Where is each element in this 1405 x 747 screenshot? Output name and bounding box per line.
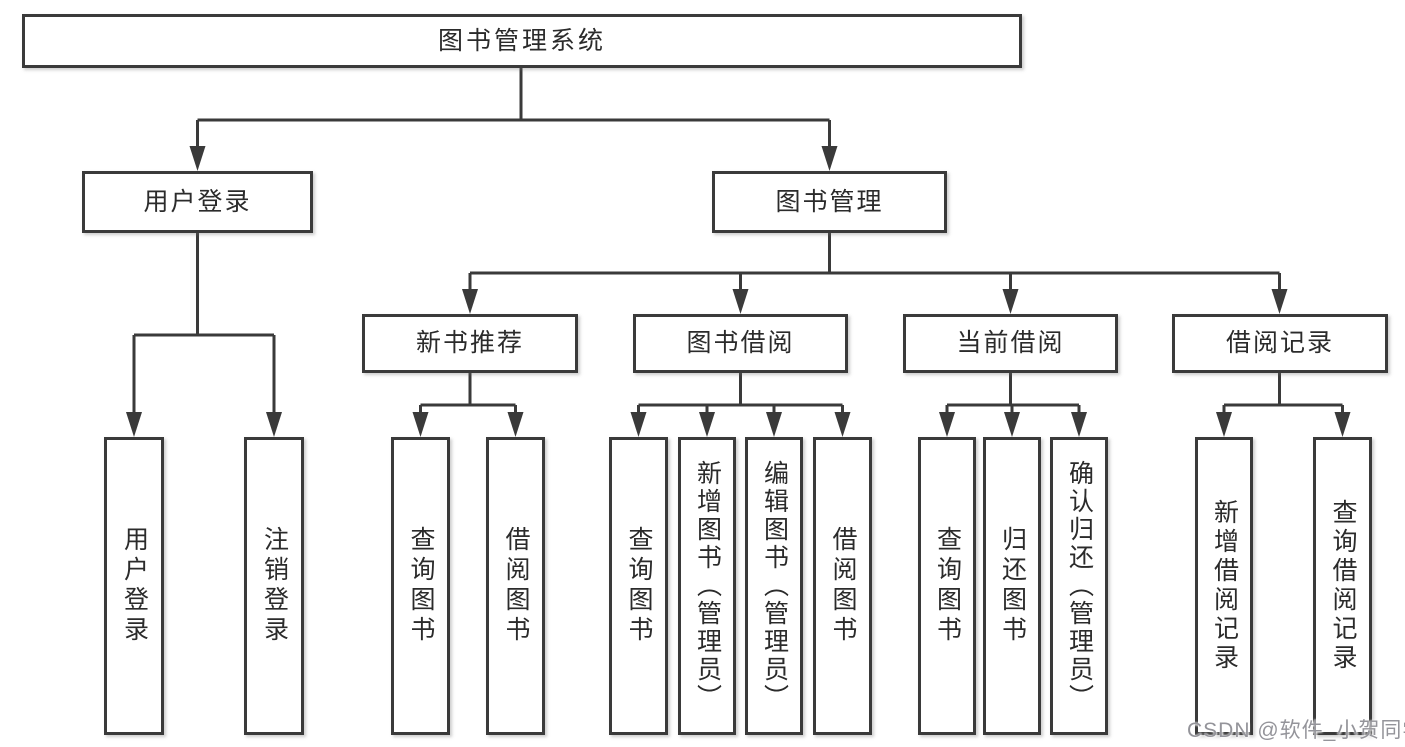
node-module-book-borrow: 图书借阅 bbox=[633, 314, 848, 373]
leaf-records-add: 新增借阅记录 bbox=[1195, 437, 1253, 735]
arrowhead bbox=[630, 412, 647, 437]
leaf-current-confirm: 确认归还（管理员） bbox=[1050, 437, 1108, 735]
leaf-newbooks-borrow: 借阅图书 bbox=[486, 437, 545, 735]
arrowhead bbox=[834, 412, 851, 437]
leaf-borrow-borrow: 借阅图书 bbox=[813, 437, 872, 735]
node-book-mgmt-branch: 图书管理 bbox=[712, 171, 947, 233]
node-root: 图书管理系统 bbox=[22, 14, 1022, 68]
arrowhead bbox=[1071, 412, 1087, 437]
arrowhead bbox=[1002, 289, 1019, 314]
node-module-current-borrow: 当前借阅 bbox=[903, 314, 1118, 373]
arrowhead bbox=[126, 412, 142, 437]
connector-root bbox=[196, 68, 831, 147]
connector-current-borrow bbox=[945, 373, 1081, 413]
leaf-records-query: 查询借阅记录 bbox=[1313, 437, 1372, 735]
arrowhead bbox=[507, 412, 524, 437]
arrowhead bbox=[412, 412, 429, 437]
leaf-borrow-query: 查询图书 bbox=[609, 437, 668, 735]
connector-book-borrow bbox=[637, 373, 844, 413]
leaf-borrow-add: 新增图书（管理员） bbox=[678, 437, 736, 735]
arrowhead bbox=[1216, 412, 1232, 437]
arrowhead bbox=[1271, 289, 1288, 314]
connector-book-mgmt bbox=[468, 233, 1281, 290]
arrowheads bbox=[126, 146, 1351, 437]
leaf-user-login: 用户登录 bbox=[104, 437, 164, 735]
arrowhead bbox=[462, 289, 478, 314]
leaf-borrow-edit: 编辑图书（管理员） bbox=[745, 437, 803, 735]
node-module-borrow-records: 借阅记录 bbox=[1172, 314, 1388, 373]
arrowhead bbox=[732, 289, 749, 314]
node-user-login-branch: 用户登录 bbox=[82, 171, 313, 233]
arrowhead bbox=[1004, 412, 1020, 437]
node-module-new-books: 新书推荐 bbox=[362, 314, 578, 373]
leaf-logout: 注销登录 bbox=[244, 437, 304, 735]
connector-new-books bbox=[419, 373, 517, 413]
connector-user-login bbox=[132, 233, 276, 413]
leaf-current-query: 查询图书 bbox=[918, 437, 976, 735]
arrowhead bbox=[766, 412, 782, 437]
arrowhead bbox=[699, 412, 715, 437]
leaf-current-return: 归还图书 bbox=[983, 437, 1041, 735]
connector-borrow-records bbox=[1222, 373, 1344, 413]
arrowhead bbox=[189, 146, 206, 171]
arrowhead bbox=[266, 412, 282, 437]
leaf-newbooks-query: 查询图书 bbox=[391, 437, 450, 735]
watermark-text: CSDN @软件_小贺同学 bbox=[1187, 719, 1405, 742]
connector-lines bbox=[132, 68, 1344, 413]
arrowhead bbox=[939, 412, 955, 437]
arrowhead bbox=[1334, 412, 1351, 437]
arrowhead bbox=[821, 146, 838, 171]
